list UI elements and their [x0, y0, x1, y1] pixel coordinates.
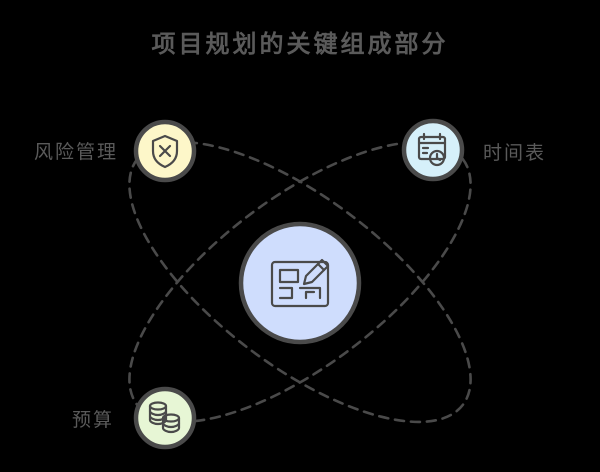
- coin-stack-icon: [148, 401, 181, 434]
- center-node: [238, 221, 362, 345]
- node-budget-label: 预算: [72, 409, 114, 431]
- node-risk-label: 风险管理: [34, 141, 118, 163]
- calendar-clock-icon: [417, 132, 447, 167]
- node-risk: [133, 119, 197, 183]
- center-node-circle: [238, 221, 362, 345]
- shield-x-icon: [151, 134, 179, 169]
- blueprint-pencil-icon: [270, 258, 330, 308]
- node-budget: [133, 386, 197, 450]
- node-schedule: [401, 118, 465, 182]
- node-schedule-label: 时间表: [483, 142, 546, 164]
- diagram-title: 项目规划的关键组成部分: [152, 30, 449, 58]
- node-schedule-circle: [401, 118, 465, 182]
